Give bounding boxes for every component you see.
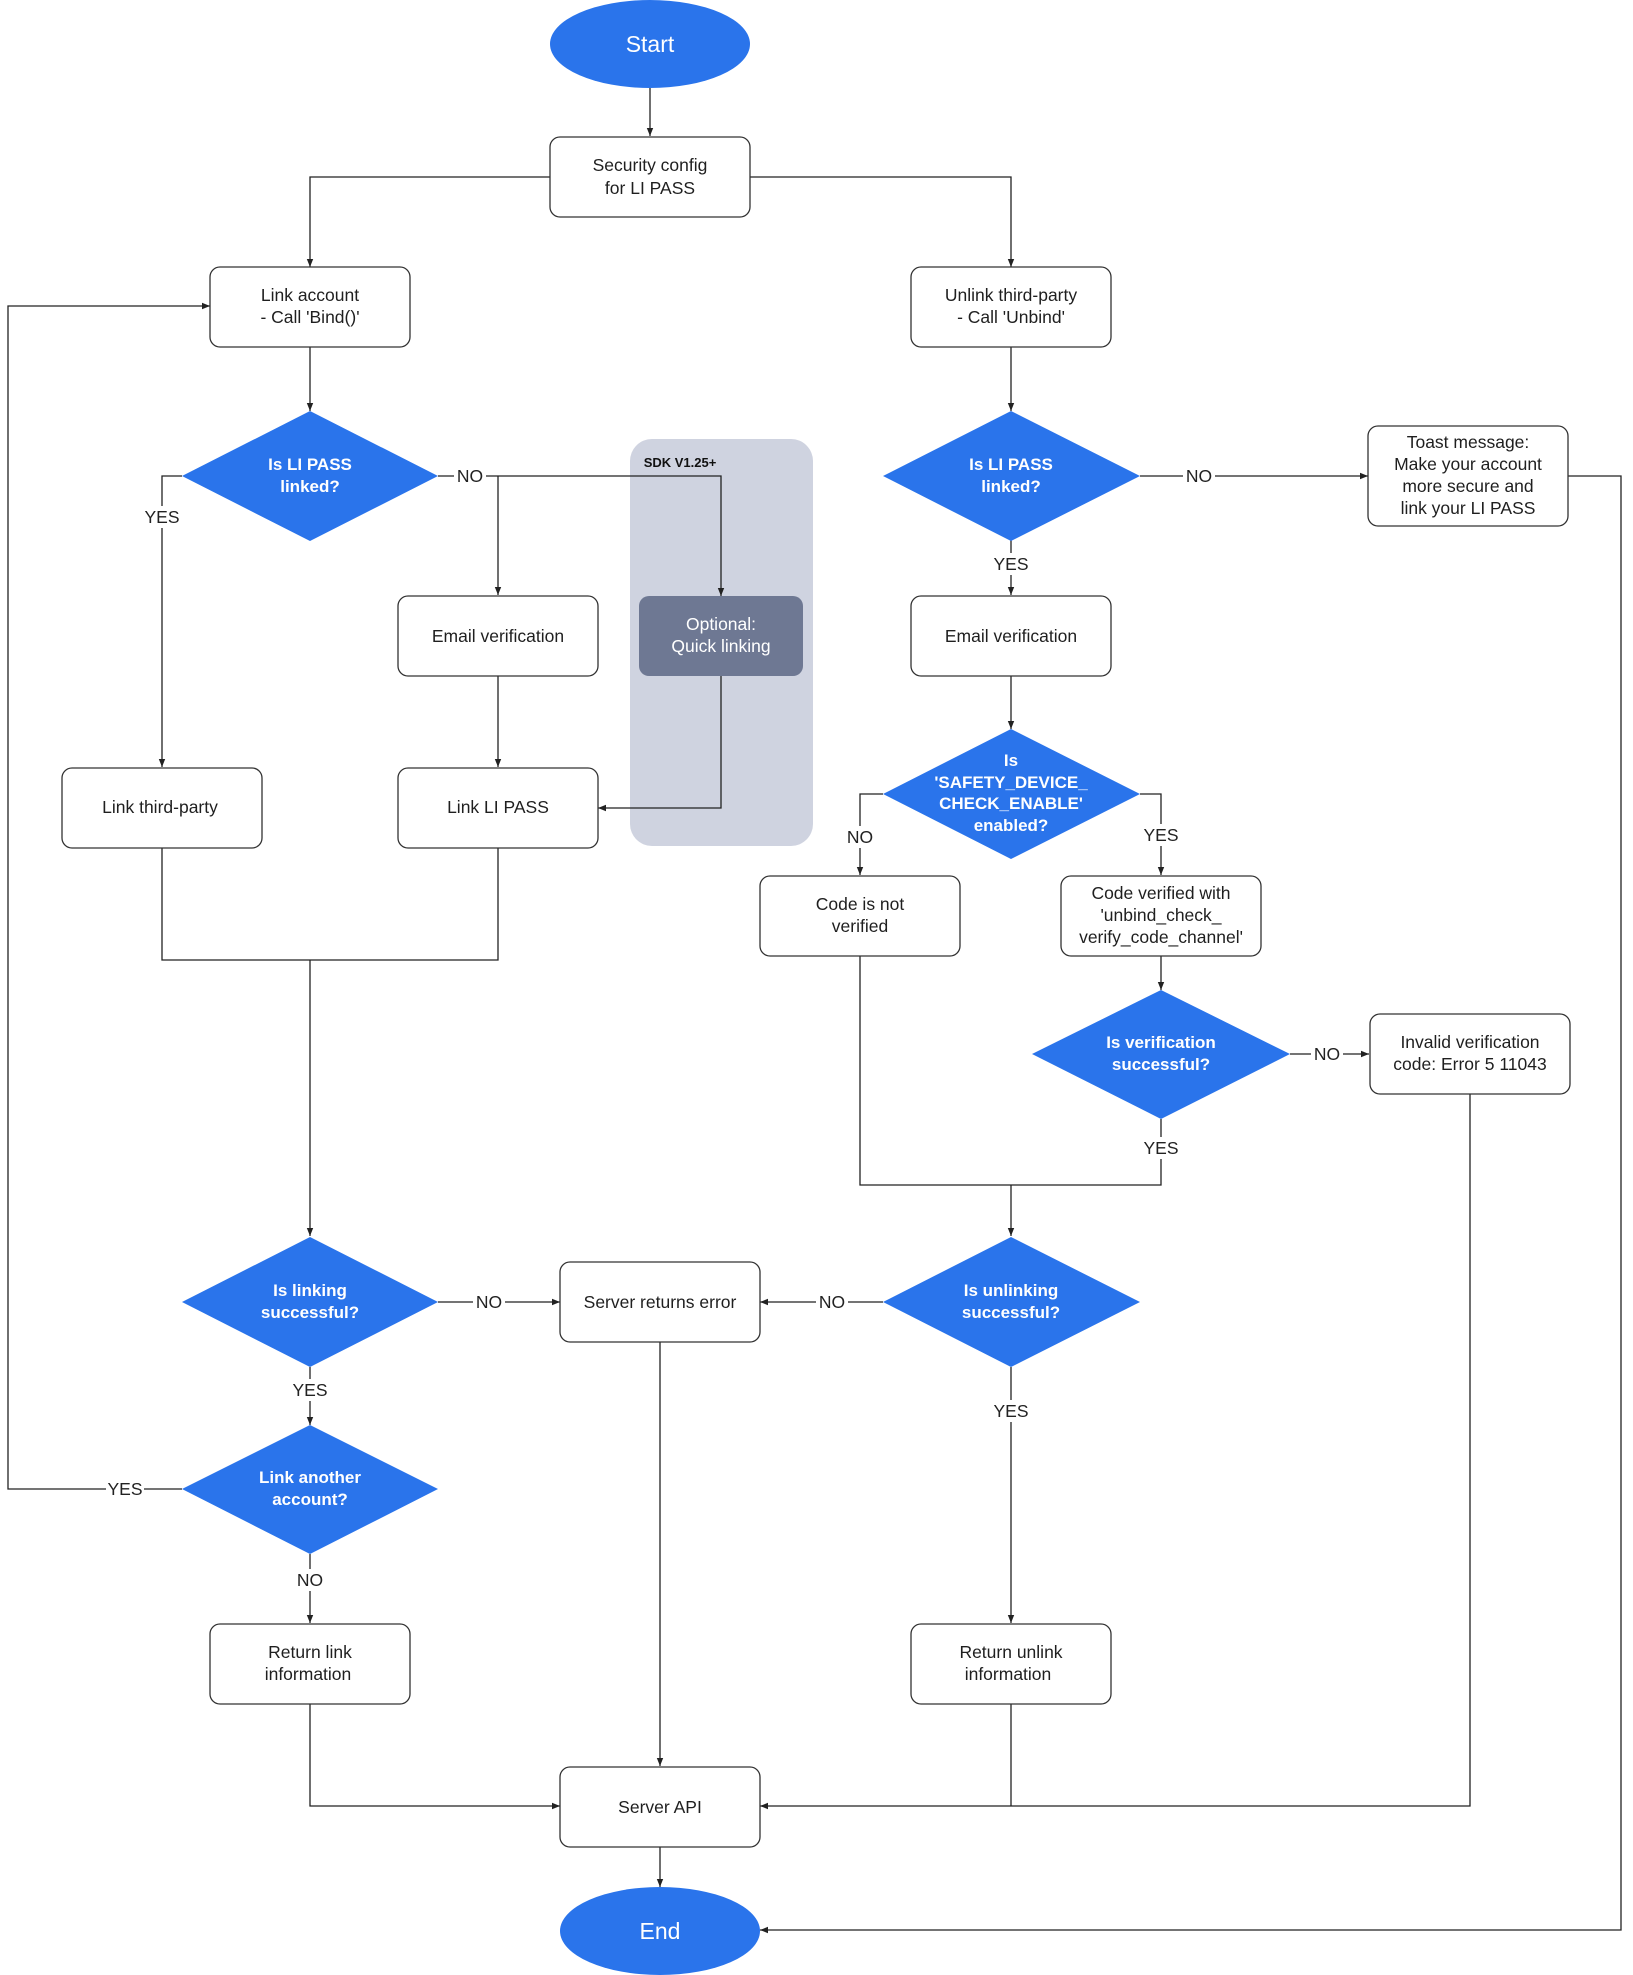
edge-security-link (306, 176, 550, 267)
server-api-node: Server API (559, 1766, 761, 1848)
link-account-node: Link account- Call 'Bind()' (209, 266, 411, 348)
edge-merge-left (161, 848, 499, 961)
sdk-group-label: SDK V1.25+ (644, 455, 717, 470)
svg-text:Unlink third-party- Call 'Unbi: Unlink third-party- Call 'Unbind' (945, 285, 1078, 327)
svg-text:Server API: Server API (618, 1797, 702, 1817)
svg-text:Is'SAFETY_DEVICE_CHECK_ENABLE': Is'SAFETY_DEVICE_CHECK_ENABLE'enabled? (934, 751, 1088, 835)
edge-labels: YES NO NO YES NO YES NO YES NO NO YES YE… (106, 465, 1343, 1591)
label-verif-no: NO (1311, 1043, 1343, 1065)
label-isunlinking-yes: YES (992, 1400, 1030, 1422)
svg-text:NO: NO (1186, 466, 1212, 486)
end-node: End (560, 1887, 760, 1975)
svg-text:YES: YES (144, 507, 179, 527)
svg-text:YES: YES (993, 1401, 1028, 1421)
svg-text:YES: YES (1143, 825, 1178, 845)
svg-text:NO: NO (847, 827, 873, 847)
start-node: Start (550, 0, 750, 88)
label-verif-yes: YES (1142, 1137, 1180, 1159)
label-right-islinked-yes: YES (992, 553, 1030, 575)
label-another-yes: YES (106, 1478, 144, 1500)
svg-text:YES: YES (107, 1479, 142, 1499)
label-safety-no: NO (844, 826, 876, 848)
label-left-islinked-yes: YES (143, 506, 181, 528)
quick-linking-node: Optional:Quick linking (639, 596, 803, 676)
svg-text:NO: NO (457, 466, 483, 486)
code-verified-node: Code verified with'unbind_check_verify_c… (1060, 875, 1262, 957)
edge-safety-yes (1140, 793, 1165, 875)
label-right-islinked-no: NO (1183, 465, 1215, 487)
svg-text:Optional:Quick linking: Optional:Quick linking (671, 614, 770, 656)
svg-text:Link third-party: Link third-party (102, 797, 218, 817)
edge-returnlink-api (309, 1704, 560, 1810)
end-label: End (640, 1918, 681, 1944)
safety-device-check-decision: Is'SAFETY_DEVICE_CHECK_ENABLE'enabled? (883, 729, 1140, 859)
svg-text:NO: NO (1314, 1044, 1340, 1064)
svg-text:NO: NO (819, 1292, 845, 1312)
svg-text:Server returns error: Server returns error (584, 1292, 737, 1312)
label-left-islinked-no: NO (454, 465, 486, 487)
server-returns-error-node: Server returns error (559, 1261, 761, 1343)
edge-another-yes-link (7, 302, 210, 1490)
link-li-pass-node: Link LI PASS (397, 767, 599, 849)
svg-text:YES: YES (292, 1380, 327, 1400)
label-safety-yes: YES (1142, 824, 1180, 846)
svg-text:Link LI PASS: Link LI PASS (447, 797, 549, 817)
svg-text:NO: NO (476, 1292, 502, 1312)
label-another-no: NO (294, 1569, 326, 1591)
svg-text:NO: NO (297, 1570, 323, 1590)
label-islinking-no: NO (473, 1291, 505, 1313)
label-isunlinking-no: NO (816, 1291, 848, 1313)
edge-toast-end (760, 475, 1622, 1934)
edge-islinked-yes-thirdparty (158, 475, 182, 767)
svg-text:Code verified with'unbind_chec: Code verified with'unbind_check_verify_c… (1079, 883, 1243, 948)
svg-text:YES: YES (1143, 1138, 1178, 1158)
email-verification-left-node: Email verification (397, 595, 599, 677)
edge-invalid-api (760, 1094, 1471, 1810)
svg-text:YES: YES (993, 554, 1028, 574)
label-islinking-yes: YES (291, 1379, 329, 1401)
svg-text:Email verification: Email verification (432, 626, 564, 646)
unlink-third-party-node: Unlink third-party- Call 'Unbind' (910, 266, 1112, 348)
svg-text:Email verification: Email verification (945, 626, 1077, 646)
svg-text:Link account- Call 'Bind()': Link account- Call 'Bind()' (260, 285, 359, 327)
start-label: Start (626, 31, 675, 57)
edge-security-unlink (750, 176, 1015, 267)
link-third-party-node: Link third-party (61, 767, 263, 849)
email-verification-right-node: Email verification (910, 595, 1112, 677)
edge-islinked-no-email (438, 475, 725, 596)
edge-quick-linkpass (598, 676, 722, 812)
